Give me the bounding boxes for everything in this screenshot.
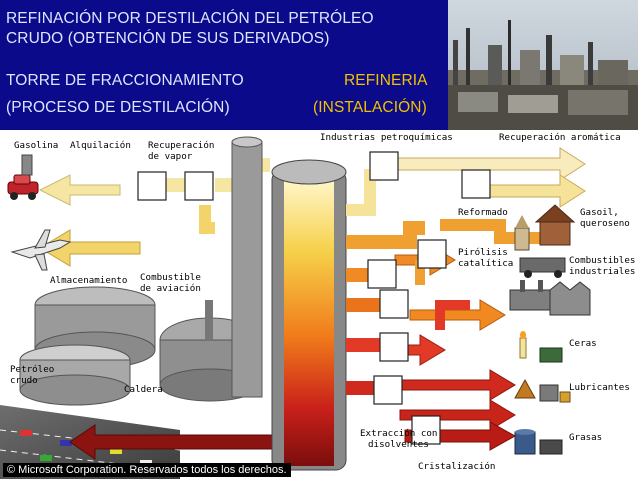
label-ceras: Ceras — [569, 338, 597, 349]
petrochemical-box — [369, 151, 399, 181]
label-petroleo-1: Petróleo — [10, 364, 54, 375]
cracking-box-1 — [367, 259, 397, 289]
label-pirolisis-2: catalítica — [458, 258, 513, 269]
title-line-2: CRUDO (OBTENCIÓN DE SUS DERIVADOS) — [6, 30, 330, 47]
refinery-diagram: Gasolina Alquilación Recuperación de vap… — [0, 130, 638, 479]
label-gasolina: Gasolina — [14, 140, 58, 151]
cracking-box-2 — [379, 289, 409, 319]
label-recuperacion-vapor-2: de vapor — [148, 151, 193, 162]
subtitle-refinery-installation: (INSTALACIÓN) — [313, 99, 427, 116]
label-extraccion-1: Extracción con — [360, 428, 437, 439]
aromatic-recovery-box — [461, 169, 491, 199]
label-reformado: Reformado — [458, 207, 508, 218]
label-industrias: Industrias petroquímicas — [320, 132, 453, 143]
title-line-1: REFINACIÓN POR DESTILACIÓN DEL PETRÓLEO — [6, 10, 374, 27]
label-combustible-aviacion-1: Combustible — [140, 272, 201, 283]
crude-oil-arrow — [69, 424, 281, 460]
subtitle-tower: TORRE DE FRACCIONAMIENTO — [6, 72, 244, 89]
label-caldera: Caldera — [124, 384, 163, 395]
label-cristalizacion: Cristalización — [418, 461, 495, 472]
industrial-fuel-icon — [509, 257, 591, 316]
title-panel: REFINACIÓN POR DESTILACIÓN DEL PETRÓLEO … — [0, 0, 448, 130]
label-grasas: Grasas — [569, 432, 602, 443]
vapor-recovery-box — [184, 171, 214, 201]
wax-box — [379, 332, 409, 362]
label-recuperacion-aromatica: Recuperación aromática — [499, 132, 621, 143]
storage-tanks — [19, 286, 156, 406]
secondary-tower — [231, 136, 263, 398]
label-extraccion-2: disolventes — [368, 439, 429, 450]
label-combustibles-ind-1: Combustibles — [569, 255, 635, 266]
solvent-extraction-box — [373, 375, 403, 405]
label-gasoil-2: queroseno — [580, 218, 630, 229]
label-alquilacion: Alquilación — [70, 140, 131, 151]
reforming-box — [417, 239, 447, 269]
subtitle-tower-process: (PROCESO DE DESTILACIÓN) — [6, 99, 230, 116]
copyright-notice: © Microsoft Corporation. Reservados todo… — [3, 463, 291, 477]
label-almacenamiento: Almacenamiento — [50, 275, 127, 286]
label-pirolisis-1: Pirólisis — [458, 247, 508, 258]
subtitle-refinery: REFINERIA — [344, 72, 428, 89]
car-icon — [7, 154, 39, 200]
label-combustibles-ind-2: industriales — [569, 266, 635, 277]
crystallization-box — [411, 415, 441, 445]
label-recuperacion-vapor-1: Recuperación — [148, 140, 214, 151]
gasoil-building-icon — [514, 204, 576, 251]
alkylation-box — [137, 171, 167, 201]
refinery-photo — [448, 0, 638, 130]
label-lubricantes: Lubricantes — [569, 382, 630, 393]
lubricant-icon — [514, 378, 571, 403]
grease-icon — [514, 429, 563, 455]
candle-icon — [519, 331, 563, 363]
label-combustible-aviacion-2: de aviación — [140, 283, 201, 294]
fractionating-tower — [271, 159, 347, 471]
label-gasoil-1: Gasoil, — [580, 207, 619, 218]
label-petroleo-2: crudo — [10, 375, 38, 386]
airplane-icon — [10, 229, 72, 271]
